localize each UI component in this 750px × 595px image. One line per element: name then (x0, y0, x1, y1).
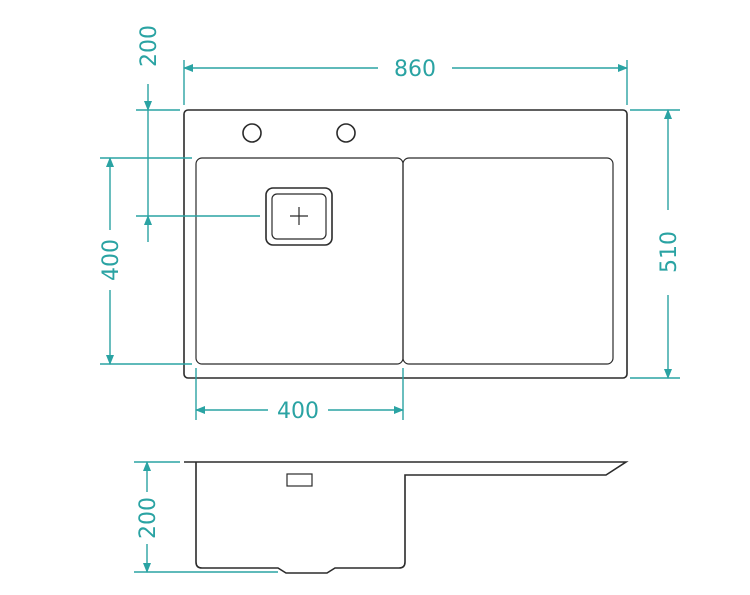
side-view (184, 461, 629, 574)
dim-label-section-depth: 200 (136, 497, 161, 539)
dim-label-overall-width: 860 (394, 57, 436, 82)
dim-label-bowl-width: 400 (277, 399, 319, 424)
dim-label-bowl-depth: 400 (99, 239, 124, 281)
sink-outer-frame (183, 109, 628, 379)
side-overflow-slot (286, 473, 313, 487)
side-profile (184, 461, 629, 574)
dim-label-top-margin: 200 (137, 25, 162, 67)
drain-outer (265, 187, 333, 246)
tap-hole-right (336, 123, 356, 143)
top-view (183, 109, 628, 379)
drainboard-outline (402, 157, 614, 365)
tap-hole-left (242, 123, 262, 143)
dimension-labels: 860 510 200 400 400 200 (99, 25, 682, 539)
dim-label-overall-depth: 510 (657, 231, 682, 273)
drain-inner (271, 193, 327, 240)
dimension-lines (100, 60, 680, 573)
bowl-outline (195, 157, 404, 365)
